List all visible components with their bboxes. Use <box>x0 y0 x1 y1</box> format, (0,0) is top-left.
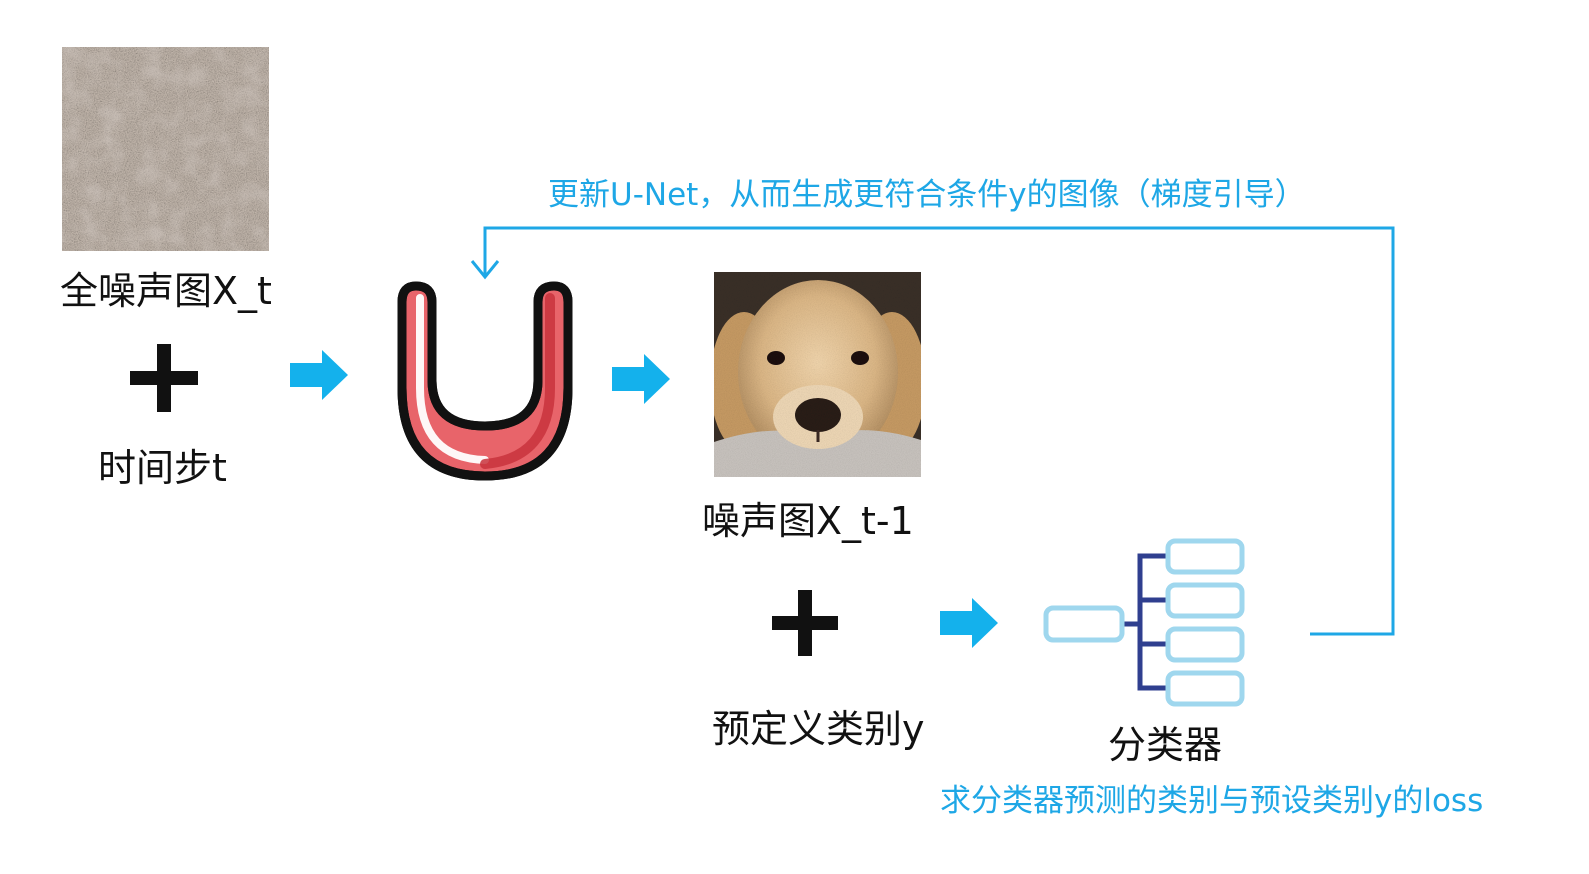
full-noise-label: 全噪声图X_t <box>60 269 272 313</box>
feedback-label: 更新U-Net，从而生成更符合条件y的图像（梯度引导） <box>548 177 1306 213</box>
loss-label: 求分类器预测的类别与预设类别y的loss <box>940 783 1484 819</box>
right-arrow-icon <box>290 350 350 400</box>
classifier-label: 分类器 <box>1108 723 1223 767</box>
plus-icon <box>130 344 198 412</box>
class-label: 预定义类别y <box>712 707 925 751</box>
timestep-label: 时间步t <box>98 446 227 490</box>
full-noise-image <box>62 47 269 251</box>
